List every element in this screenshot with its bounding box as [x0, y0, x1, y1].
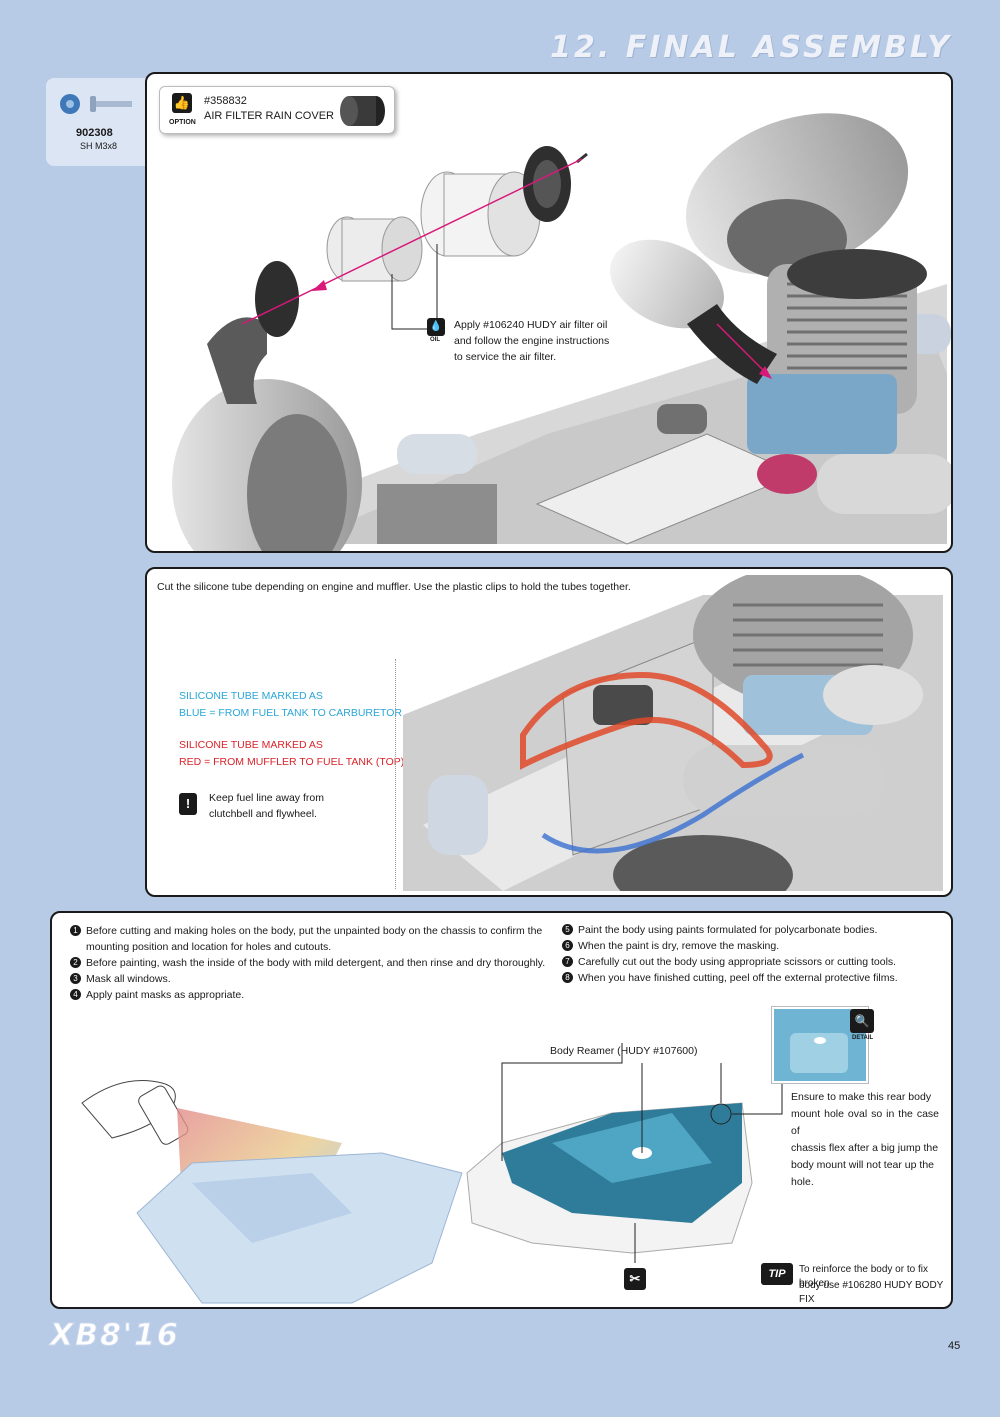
reamer-label: Body Reamer (HUDY #107600)	[550, 1045, 698, 1057]
body-painting-illustration	[81, 1013, 783, 1304]
oil-icon: 💧	[427, 318, 445, 336]
detail-note-line-5: hole.	[791, 1176, 814, 1188]
rain-cover-icon	[340, 96, 385, 126]
oil-badge: OIL	[430, 337, 440, 343]
detail-note-line-4: body mount will not tear up the	[791, 1159, 935, 1171]
fuel-line-intro: Cut the silicone tube depending on engin…	[157, 581, 631, 593]
magnifier-icon: 🔍	[850, 1009, 874, 1033]
detail-note-line-3: chassis flex after a big jump the	[791, 1142, 939, 1154]
tip-badge: TIP	[761, 1263, 793, 1285]
fuel-line-illustration	[403, 575, 943, 891]
warning-line-2: clutchbell and flywheel.	[209, 808, 317, 820]
red-tube-line-1: SILICONE TUBE MARKED AS	[179, 739, 323, 751]
blue-tube-line-2: BLUE = FROM FUEL TANK TO CARBURETOR	[179, 707, 402, 719]
detail-note-line-1: Ensure to make this rear body	[791, 1091, 932, 1103]
thumbs-up-icon: 👍	[172, 93, 192, 113]
option-part-number: #358832	[204, 95, 247, 107]
air-filter-panel: 👍 OPTION #358832 AIR FILTER RAIN COVER 💧…	[145, 72, 953, 553]
section-title: 12. FINAL ASSEMBLY	[550, 30, 952, 65]
step-1-cont: mounting position and location for holes…	[86, 941, 332, 953]
fuel-line-panel: Cut the silicone tube depending on engin…	[145, 567, 953, 897]
part-number: 902308	[76, 127, 113, 139]
oil-note-line-2: and follow the engine instructions	[454, 335, 610, 347]
detail-note: Ensure to make this rear body mount hole…	[791, 1089, 939, 1191]
part-spec: SH M3x8	[80, 141, 118, 151]
screw-icon	[60, 94, 132, 114]
air-filter-illustration	[172, 113, 951, 551]
oil-note-line-1: Apply #106240 HUDY air filter oil	[454, 319, 608, 331]
divider	[395, 659, 396, 889]
blue-tube-line-1: SILICONE TUBE MARKED AS	[179, 690, 323, 702]
option-part-name: AIR FILTER RAIN COVER	[204, 110, 334, 122]
part-callout: 902308 SH M3x8	[46, 78, 150, 166]
detail-badge: DETAIL	[852, 1035, 874, 1041]
cutting-tool-icon: ✂	[624, 1268, 646, 1290]
option-badge: OPTION	[169, 119, 196, 126]
mount-hole	[814, 1037, 826, 1044]
tip-line-2: body use #106280 HUDY BODY FIX	[799, 1280, 944, 1305]
red-tube-line-2: RED = FROM MUFFLER TO FUEL TANK (TOP)	[179, 756, 405, 768]
warning-line-1: Keep fuel line away from	[209, 792, 324, 804]
oil-note-line-3: to service the air filter.	[454, 351, 557, 363]
warning-icon: !	[179, 793, 197, 815]
option-callout: 👍 OPTION #358832 AIR FILTER RAIN COVER	[159, 86, 395, 134]
tip-line-1: To reinforce the body or to fix broken	[799, 1264, 928, 1289]
brand-logo: XB8'16	[50, 1318, 180, 1354]
detail-note-line-2: mount hole oval so in the case of	[791, 1108, 939, 1137]
page-number: 45	[948, 1340, 961, 1352]
